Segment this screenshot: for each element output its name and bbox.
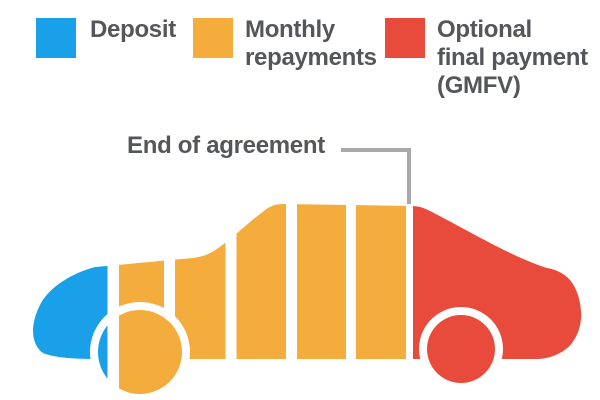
deposit-label: Deposit <box>90 16 176 43</box>
deposit-swatch <box>36 18 76 58</box>
rear-wheel <box>427 315 495 383</box>
monthly-repayments-swatch <box>193 18 233 58</box>
final-payment-label: Optional final payment (GMFV) <box>437 16 588 99</box>
final-payment-swatch <box>385 18 425 58</box>
slice-divider <box>346 190 356 362</box>
slice-divider-end-of-agreement <box>406 204 413 362</box>
end-of-agreement-pointer-line <box>341 148 411 204</box>
slice-divider <box>286 190 297 362</box>
monthly-repayments-label: Monthly repayments <box>245 16 377 71</box>
slice-divider-deposit-monthly <box>107 250 119 398</box>
slice-divider <box>164 238 175 362</box>
slice-divider <box>225 190 237 362</box>
end-of-agreement-label: End of agreement <box>127 132 325 159</box>
